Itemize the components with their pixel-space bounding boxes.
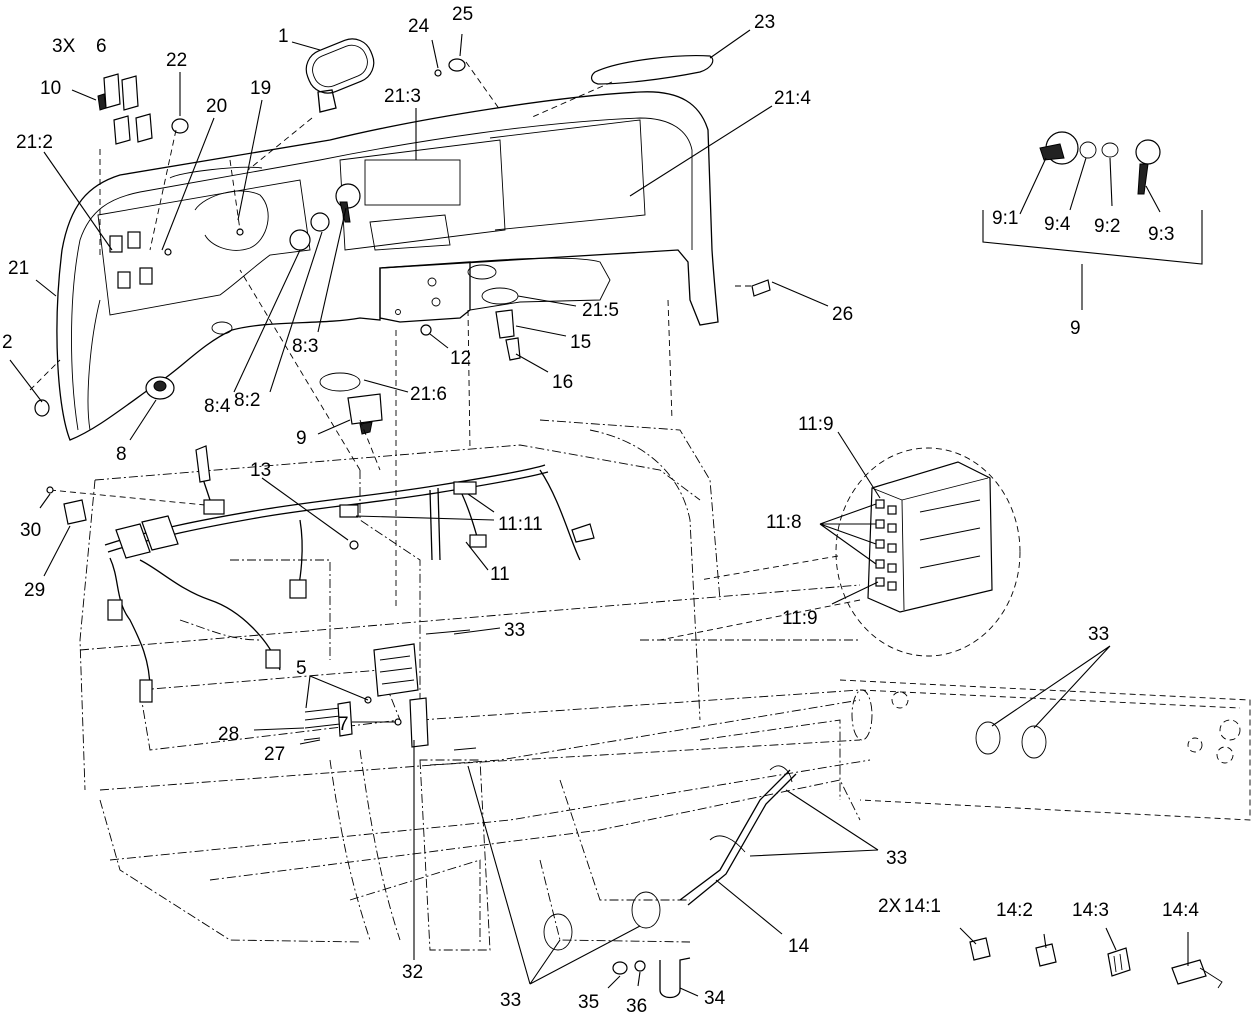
part-11-fuse-block <box>373 643 429 748</box>
callout-10: 10 <box>40 78 61 99</box>
callout-11-8: 11:8 <box>766 512 802 533</box>
callout-21-6: 21:6 <box>410 384 447 405</box>
callout-36: 36 <box>626 996 647 1017</box>
part-15-plunger <box>495 309 515 339</box>
callout-8-2: 8:2 <box>234 390 260 411</box>
part-21-6-ring <box>319 372 361 392</box>
callout-23: 23 <box>754 12 775 33</box>
callout-24: 24 <box>408 16 430 37</box>
callout-33-right: 33 <box>1088 624 1109 645</box>
callout-20: 20 <box>206 96 227 117</box>
part-29-relay <box>63 499 87 525</box>
ignition-inset <box>982 131 1203 265</box>
console-piece <box>379 257 611 323</box>
wiring-harness <box>104 445 595 703</box>
part-9-ignition <box>347 393 383 435</box>
callout-9-2: 9:2 <box>1094 216 1120 237</box>
part-23-grip <box>591 55 714 85</box>
part-8-3-keyswitch <box>335 183 361 223</box>
cable-clamps-33 <box>425 629 1047 951</box>
callout-33-center: 33 <box>504 620 525 641</box>
callout-labels: 3X 6 1 24 25 23 10 22 19 20 21:3 21:4 21… <box>2 4 1199 1017</box>
callout-2x: 2X <box>878 896 902 917</box>
part-8-4-nut <box>289 229 311 251</box>
callout-9: 9 <box>296 428 307 449</box>
callout-1: 1 <box>278 26 289 47</box>
callout-13: 13 <box>250 460 271 481</box>
callout-26: 26 <box>832 304 853 325</box>
callout-29: 29 <box>24 580 45 601</box>
part-21-5-ring <box>481 287 519 305</box>
callout-14-3: 14:3 <box>1072 900 1109 921</box>
part-13-screw <box>349 540 359 550</box>
callout-22: 22 <box>166 50 187 71</box>
part-8-switch <box>145 376 175 400</box>
fuse-block-inset <box>867 461 993 613</box>
part-30-screw <box>46 486 54 494</box>
callout-30: 30 <box>20 520 41 541</box>
callout-14-1: 14:1 <box>904 896 941 917</box>
callout-21: 21 <box>8 258 29 279</box>
callout-34: 34 <box>704 988 726 1009</box>
callout-16: 16 <box>552 372 573 393</box>
callout-21-5: 21:5 <box>582 300 619 321</box>
callout-7: 7 <box>338 714 349 735</box>
leader-lines <box>9 29 1189 997</box>
fuses-14-1-to-14-4 <box>969 937 1223 989</box>
part-6-switches <box>97 73 153 145</box>
callout-9-3: 9:3 <box>1148 224 1174 245</box>
callout-2: 2 <box>2 332 13 353</box>
callout-35: 35 <box>578 992 599 1013</box>
part-14-harness <box>679 769 797 906</box>
dash-panel <box>56 91 719 441</box>
part-16-tip <box>505 337 521 361</box>
callout-8-4: 8:4 <box>204 396 231 417</box>
callout-9-4: 9:4 <box>1044 214 1071 235</box>
callout-3x: 3X <box>52 36 76 57</box>
callout-9-1: 9:1 <box>992 208 1018 229</box>
callout-14: 14 <box>788 936 810 957</box>
part-26-bolt <box>751 279 771 297</box>
parts-34-35-36 <box>612 957 691 999</box>
callout-33-bottom: 33 <box>500 990 521 1011</box>
callout-12: 12 <box>450 348 471 369</box>
callout-11-9-top: 11:9 <box>798 414 834 435</box>
callout-14-2: 14:2 <box>996 900 1033 921</box>
callout-32: 32 <box>402 962 423 983</box>
part-24-screw <box>434 69 442 77</box>
callout-15: 15 <box>570 332 591 353</box>
fasteners-5-28-27-7 <box>303 696 402 741</box>
callout-11-9-bottom: 11:9 <box>782 608 818 629</box>
callout-27: 27 <box>264 744 285 765</box>
callout-21-4: 21:4 <box>774 88 811 109</box>
part-8-2-washer <box>310 212 330 232</box>
part-2-grommet <box>34 399 50 417</box>
callout-5: 5 <box>296 658 307 679</box>
callout-25: 25 <box>452 4 473 25</box>
callout-11-11: 11:11 <box>498 514 543 535</box>
part-1-display <box>305 38 375 113</box>
callout-9-group: 9 <box>1070 318 1081 339</box>
frame-structure <box>29 61 1251 951</box>
callout-28: 28 <box>218 724 239 745</box>
callout-14-4: 14:4 <box>1162 900 1199 921</box>
callout-8: 8 <box>116 444 127 465</box>
callout-11: 11 <box>490 564 510 585</box>
callout-21-3: 21:3 <box>384 86 421 107</box>
callout-6: 6 <box>96 36 107 57</box>
callout-8-3: 8:3 <box>292 336 318 357</box>
part-12-screw <box>420 324 432 336</box>
callout-21-2: 21:2 <box>16 132 53 153</box>
callout-33-lower-right: 33 <box>886 848 907 869</box>
part-22-plug <box>171 118 189 134</box>
part-25-cap <box>448 58 466 72</box>
callout-19: 19 <box>250 78 271 99</box>
